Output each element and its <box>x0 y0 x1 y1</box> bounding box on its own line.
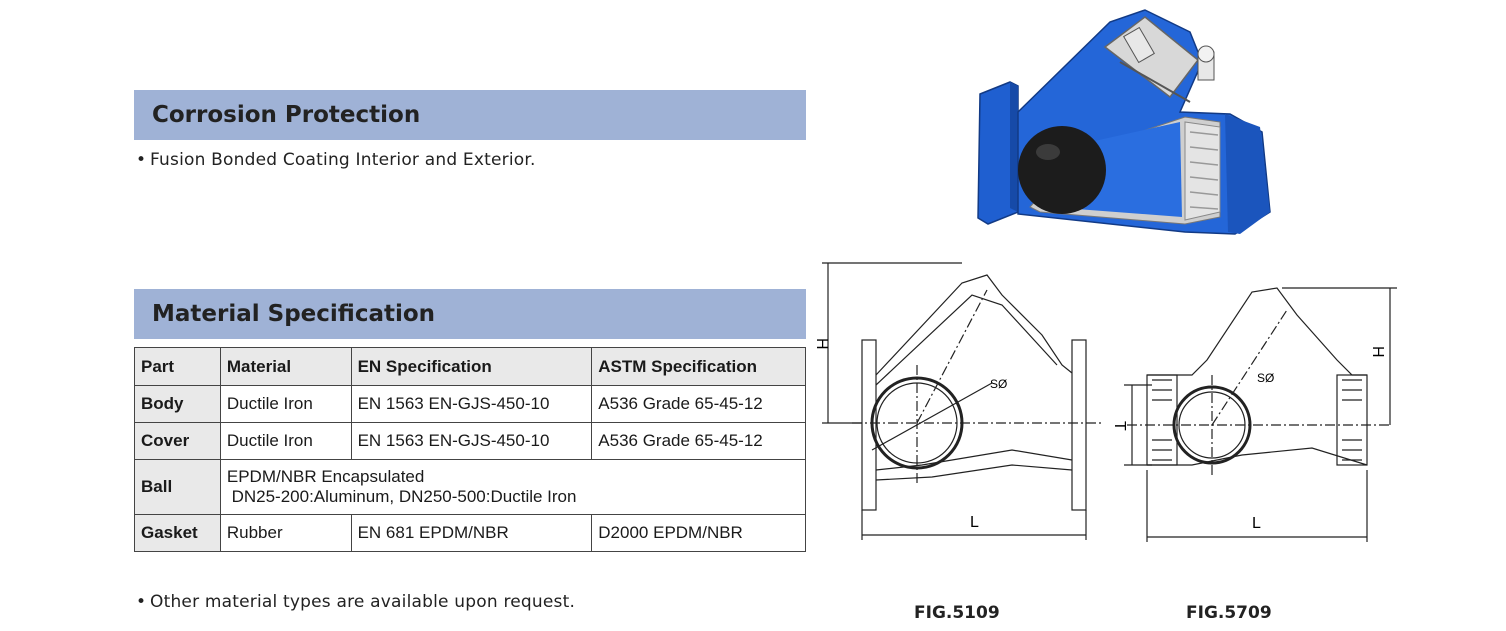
header-part: Part <box>134 347 221 386</box>
table-row: Ball EPDM/NBR Encapsulated DN25-200:Alum… <box>134 459 807 515</box>
bullet-icon: • <box>136 592 147 612</box>
row-en: EN 681 EPDM/NBR <box>350 514 593 552</box>
dim-t-label: T <box>1112 421 1128 431</box>
row-astm: D2000 EPDM/NBR <box>591 514 806 552</box>
row-material: Rubber <box>219 514 352 552</box>
dim-h-label: H <box>1369 346 1386 358</box>
row-part: Body <box>134 385 221 423</box>
row-part: Cover <box>134 422 221 460</box>
row-part: Ball <box>134 459 221 515</box>
row-astm: A536 Grade 65-45-12 <box>591 422 806 460</box>
corrosion-protection-header: Corrosion Protection <box>134 90 806 140</box>
table-header-row: Part Material EN Specification ASTM Spec… <box>134 347 806 386</box>
footnote-text: Other material types are available upon … <box>150 592 576 612</box>
row-astm: A536 Grade 65-45-12 <box>591 385 806 423</box>
corrosion-bullet-text: Fusion Bonded Coating Interior and Exter… <box>150 150 536 170</box>
corrosion-bullet: •Fusion Bonded Coating Interior and Exte… <box>136 150 536 170</box>
row-en: EN 1563 EN-GJS-450-10 <box>350 385 593 423</box>
material-specification-title: Material Specification <box>152 301 436 327</box>
header-astm-spec: ASTM Specification <box>591 347 806 386</box>
row-material-merged: EPDM/NBR Encapsulated DN25-200:Aluminum,… <box>219 459 807 515</box>
row-material: Ductile Iron <box>219 422 352 460</box>
fig5109-drawing: H L SØ <box>813 262 1102 540</box>
table-row: Gasket Rubber EN 681 EPDM/NBR D2000 EPDM… <box>134 514 806 552</box>
fig5709-caption: FIG.5709 <box>1186 603 1272 623</box>
dim-s-label: SØ <box>990 377 1007 391</box>
dim-l-label: L <box>1252 515 1261 532</box>
bullet-icon: • <box>136 150 147 170</box>
ball-material-line1: EPDM/NBR Encapsulated <box>226 467 425 486</box>
material-specification-header: Material Specification <box>134 289 806 339</box>
fig5109-caption: FIG.5109 <box>914 603 1000 623</box>
ball-material-line2: DN25-200:Aluminum, DN250-500:Ductile Iro… <box>226 487 577 506</box>
corrosion-protection-title: Corrosion Protection <box>152 102 421 128</box>
valve-cutaway-illustration <box>977 9 1271 235</box>
header-material: Material <box>219 347 352 386</box>
dim-s-label: SØ <box>1257 371 1274 385</box>
dim-l-label: L <box>970 514 979 531</box>
material-spec-table: Part Material EN Specification ASTM Spec… <box>134 347 807 552</box>
header-en-spec: EN Specification <box>350 347 593 386</box>
row-en: EN 1563 EN-GJS-450-10 <box>350 422 593 460</box>
table-row: Cover Ductile Iron EN 1563 EN-GJS-450-10… <box>134 422 806 460</box>
dim-h-label: H <box>813 338 830 350</box>
row-material: Ductile Iron <box>219 385 352 423</box>
fig5709-drawing: T H L SØ <box>1112 287 1397 542</box>
table-row: Body Ductile Iron EN 1563 EN-GJS-450-10 … <box>134 385 806 423</box>
footnote-bullet: •Other material types are available upon… <box>136 592 575 612</box>
row-part: Gasket <box>134 514 221 552</box>
